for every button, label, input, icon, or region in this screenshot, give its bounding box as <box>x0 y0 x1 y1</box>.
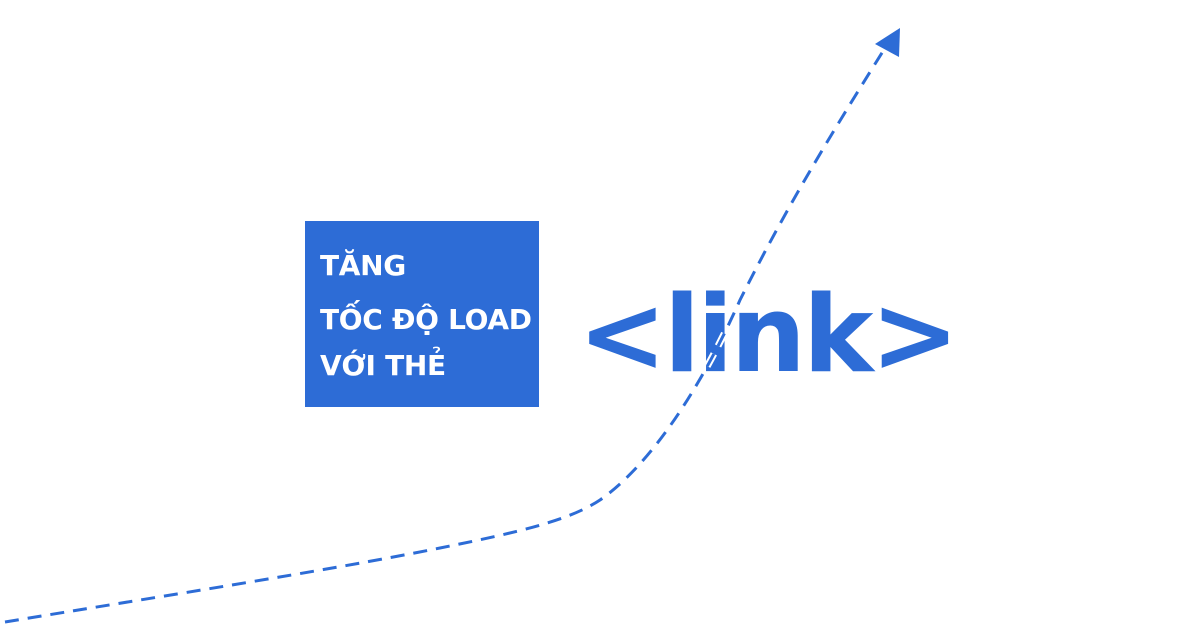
title-box: TĂNG TỐC ĐỘ LOAD VỚI THẺ <box>305 221 539 407</box>
arrow-head-icon <box>875 28 900 57</box>
link-tag-text: <link> <box>578 273 959 396</box>
title-line-1: TĂNG <box>320 249 406 282</box>
title-line-2: TỐC ĐỘ LOAD <box>320 303 532 336</box>
title-line-3: VỚI THẺ <box>320 349 446 382</box>
